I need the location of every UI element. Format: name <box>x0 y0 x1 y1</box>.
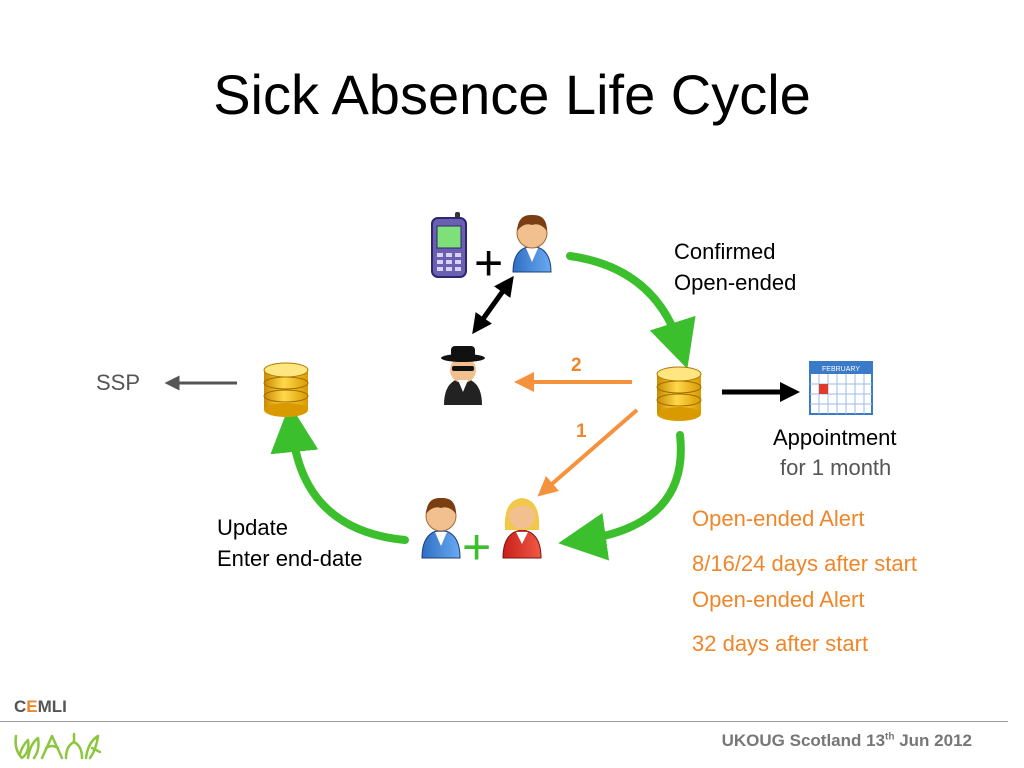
arrow-step-1 <box>537 408 639 497</box>
label-update: Update <box>217 515 288 540</box>
leaf-logo-icon <box>14 732 102 760</box>
slide-title: Sick Absence Life Cycle <box>213 63 811 126</box>
database-icon-right <box>656 366 702 421</box>
female-employee-icon <box>502 498 542 559</box>
calendar-header-text: FEBRUARY <box>822 366 860 373</box>
conference-info: UKOUG Scotland 13th Jun 2012 <box>722 731 972 751</box>
arrow-update <box>270 404 409 544</box>
alert-1-detail: 8/16/24 days after start <box>692 551 918 576</box>
label-appointment: Appointment <box>773 425 897 450</box>
employee-icon-bottom <box>421 497 461 559</box>
conference-sup: th <box>885 731 895 743</box>
alert-1-title: Open-ended Alert <box>692 506 865 531</box>
footer-divider <box>0 721 1008 722</box>
calendar-icon: FEBRUARY <box>809 361 873 415</box>
label-enter-end-date: Enter end-date <box>217 546 363 571</box>
employee-icon <box>512 214 552 273</box>
spy-icon <box>441 346 485 405</box>
database-icon-left <box>263 362 309 417</box>
plus-sign-top: + <box>474 235 504 291</box>
mobile-phone-icon <box>431 212 467 278</box>
label-confirmed: Confirmed <box>674 239 776 264</box>
plus-sign-bottom: + <box>462 519 492 575</box>
arrow-alert <box>558 431 685 561</box>
label-step-2: 2 <box>571 355 582 376</box>
brand-name: CEMLI <box>14 697 67 717</box>
conference-suffix: Jun 2012 <box>894 731 972 750</box>
label-step-1: 1 <box>576 421 587 442</box>
label-open-ended: Open-ended <box>674 270 797 295</box>
arrow-notify <box>472 275 514 335</box>
conference-prefix: UKOUG Scotland 13 <box>721 731 886 750</box>
brand-rest: MLI <box>37 697 67 716</box>
arrow-confirmed <box>566 252 696 369</box>
brand-e: E <box>26 697 38 716</box>
alert-2-title: Open-ended Alert <box>692 587 865 612</box>
brand-c: C <box>14 697 27 716</box>
label-for-1-month: for 1 month <box>780 455 892 480</box>
alert-2-detail: 32 days after start <box>692 631 869 656</box>
label-ssp: SSP <box>96 370 141 395</box>
